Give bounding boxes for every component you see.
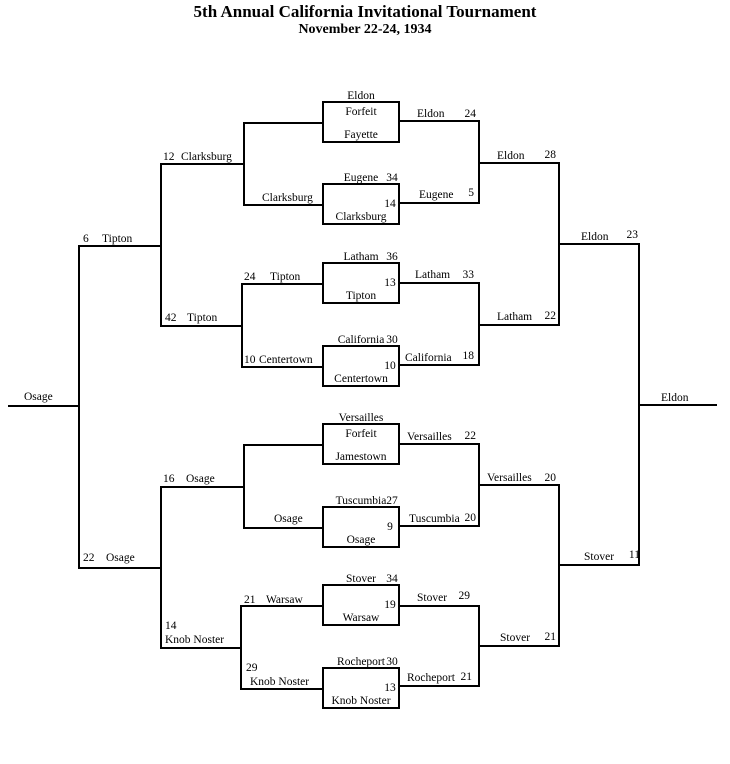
game-4-top-score: 30 xyxy=(386,334,398,346)
game-2-top-score: 34 xyxy=(386,172,398,184)
left-r2-top xyxy=(160,163,244,327)
game-8-bottom-team: Knob Noster xyxy=(331,695,390,707)
game-5-forfeit-label: Forfeit xyxy=(345,428,377,440)
left-r1-team-2: Centertown xyxy=(259,354,313,366)
left-r1-team-5: Knob Noster xyxy=(250,676,309,688)
left-r3-score-1: 22 xyxy=(83,552,95,564)
left-r2-score-0: 12 xyxy=(163,151,175,163)
right-r1-score-5: 20 xyxy=(465,512,477,524)
game-8-top-team: Rocheport xyxy=(337,656,386,668)
game-7-bottom-team: Warsaw xyxy=(343,612,380,624)
left-r2-team-3: Knob Noster xyxy=(165,634,224,646)
right-r1-team-4: Versailles xyxy=(407,431,452,443)
left-r1-score-2: 10 xyxy=(244,354,256,366)
game-6-bottom-team: Osage xyxy=(347,534,376,546)
game-3-top-score: 36 xyxy=(386,251,398,263)
game-4-bottom-score: 10 xyxy=(384,360,396,372)
left-final-team: Osage xyxy=(24,391,53,403)
tournament-dates: November 22-24, 1934 xyxy=(298,22,432,37)
right-r3-team-0: Eldon xyxy=(581,231,609,243)
game-3-top-team: Latham xyxy=(343,251,378,263)
right-r1-score-4: 22 xyxy=(465,430,477,442)
right-r1-team-6: Stover xyxy=(417,592,447,604)
left-r2-score-2: 16 xyxy=(163,473,175,485)
left-r1-score-4: 21 xyxy=(244,594,256,606)
left-r2-score-1: 42 xyxy=(165,312,177,324)
game-4-top-team: California xyxy=(338,334,385,346)
game-7-bottom-score: 19 xyxy=(384,599,396,611)
right-r2-team-0: Eldon xyxy=(497,150,525,162)
right-r2-score-0: 28 xyxy=(545,149,557,161)
left-r1-score-5: 29 xyxy=(246,662,258,674)
right-r1-team-5: Tuscumbia xyxy=(409,513,460,525)
game-3-bottom-team: Tipton xyxy=(346,290,377,302)
right-r1-team-0: Eldon xyxy=(417,108,445,120)
left-r3-team-0: Tipton xyxy=(102,233,133,245)
game-3-bottom-score: 13 xyxy=(384,277,396,289)
game-5-top-team: Versailles xyxy=(339,412,384,424)
game-6-top-score: 27 xyxy=(386,495,398,507)
game-8-top-score: 30 xyxy=(386,656,398,668)
left-r2-team-1: Tipton xyxy=(187,312,218,324)
right-r2-score-3: 21 xyxy=(545,631,557,643)
right-r1-score-1: 5 xyxy=(468,187,474,199)
right-r2-score-1: 22 xyxy=(545,310,557,322)
game-1-bottom-team: Fayette xyxy=(344,129,378,141)
game-5-bottom-team: Jamestown xyxy=(335,451,386,463)
right-r1-score-6: 29 xyxy=(459,590,471,602)
right-r2-bottom xyxy=(479,484,560,647)
right-final-team: Eldon xyxy=(661,392,689,404)
left-r1-team-4: Warsaw xyxy=(266,594,303,606)
game-2-bottom-team: Clarksburg xyxy=(336,211,387,223)
game-1-top-team: Eldon xyxy=(347,90,375,102)
left-r1-score-1: 24 xyxy=(244,271,256,283)
game-8-bottom-score: 13 xyxy=(384,682,396,694)
left-r2-team-2: Osage xyxy=(186,473,215,485)
right-r1-score-3: 18 xyxy=(463,350,475,362)
right-r3-team-1: Stover xyxy=(584,551,614,563)
right-r1-team-1: Eugene xyxy=(419,189,453,201)
game-7-top-team: Stover xyxy=(346,573,376,585)
right-r1-team-2: Latham xyxy=(415,269,450,281)
right-r2-score-2: 20 xyxy=(545,472,557,484)
left-r2-team-0: Clarksburg xyxy=(181,151,232,163)
left-r2-score-3: 14 xyxy=(165,620,177,632)
right-r3-score-1: 11 xyxy=(629,549,640,561)
tournament-title: 5th Annual California Invitational Tourn… xyxy=(193,2,537,21)
right-r1-score-0: 24 xyxy=(465,108,477,120)
right-r2-team-2: Versailles xyxy=(487,472,532,484)
right-r1-team-7: Rocheport xyxy=(407,672,456,684)
right-r2-team-3: Stover xyxy=(500,632,530,644)
game-2-top-team: Eugene xyxy=(344,172,378,184)
left-r1-team-0: Clarksburg xyxy=(262,192,313,204)
right-r3 xyxy=(559,243,640,566)
game-2-bottom-score: 14 xyxy=(384,198,396,210)
game-6-top-team: Tuscumbia xyxy=(336,495,387,507)
left-r3-team-1: Osage xyxy=(106,552,135,564)
game-6-bottom-score: 9 xyxy=(387,521,393,533)
left-r3-score-0: 6 xyxy=(83,233,89,245)
left-r1-team-1: Tipton xyxy=(270,271,301,283)
left-r3 xyxy=(78,245,161,569)
right-r1-team-3: California xyxy=(405,352,452,364)
right-r2-top xyxy=(479,162,560,326)
game-1-forfeit-label: Forfeit xyxy=(345,106,377,118)
left-r1-team-3: Osage xyxy=(274,513,303,525)
right-r1-score-2: 33 xyxy=(463,269,475,281)
game-4-bottom-team: Centertown xyxy=(334,373,388,385)
bracket-lines xyxy=(8,101,717,709)
right-r3-score-0: 23 xyxy=(627,229,639,241)
right-r1-score-7: 21 xyxy=(461,671,473,683)
game-7-top-score: 34 xyxy=(386,573,398,585)
right-r2-team-1: Latham xyxy=(497,311,532,323)
